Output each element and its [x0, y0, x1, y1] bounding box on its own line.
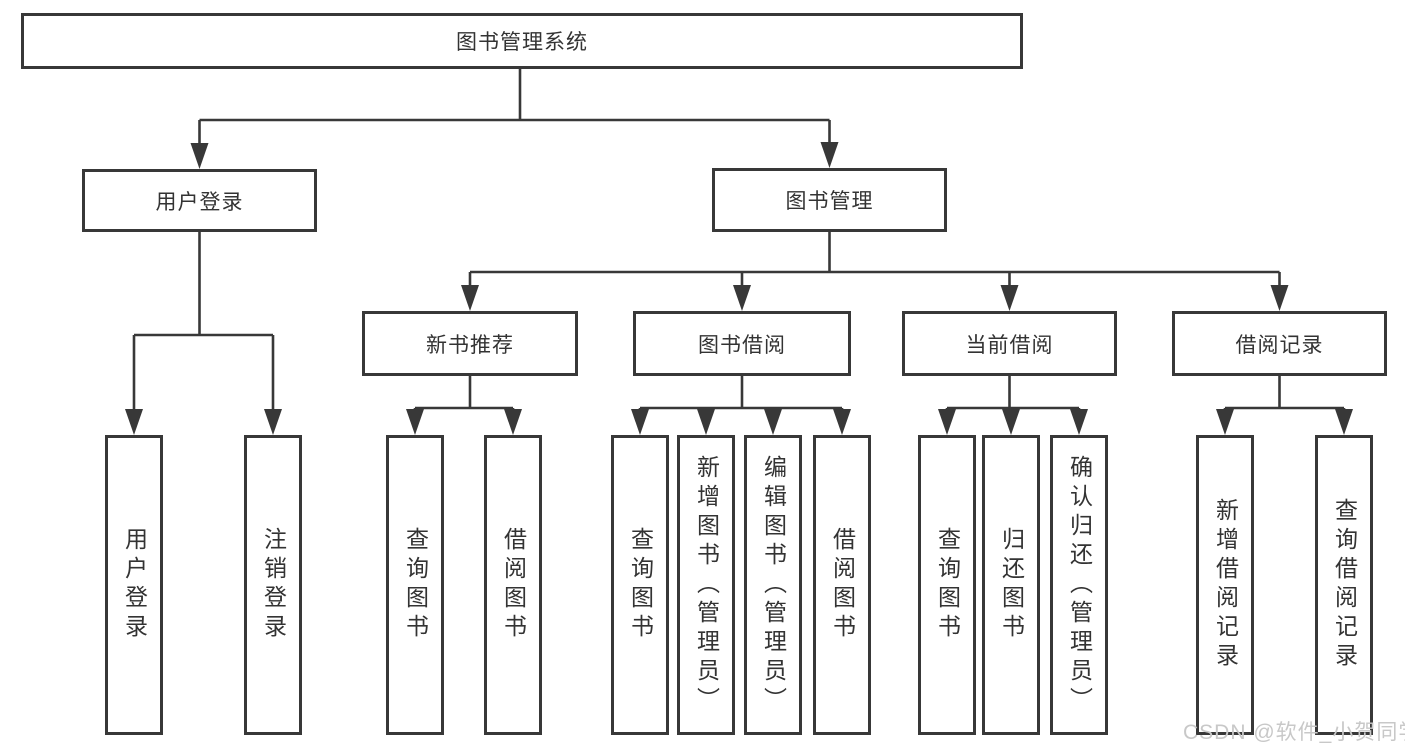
leaf-label: 借阅图书	[829, 527, 856, 643]
csdn-watermark: CSDN @软件_小贺同学	[1183, 721, 1405, 744]
arrowhead-down-icon	[461, 285, 479, 311]
node-user-login: 用户登录	[82, 169, 317, 232]
node-current-borrowing: 当前借阅	[902, 311, 1117, 376]
arrowhead-down-icon	[1070, 409, 1088, 435]
node-label: 图书管理	[785, 190, 874, 213]
leaf-query-borrow-record: 查询借阅记录	[1315, 435, 1373, 735]
arrowhead-down-icon	[1335, 409, 1353, 435]
leaf-user-login: 用户登录	[105, 435, 163, 735]
node-label: 借阅记录	[1235, 333, 1324, 357]
arrowhead-down-icon	[733, 285, 751, 311]
node-label: 图书借阅	[698, 333, 786, 357]
arrowhead-down-icon	[504, 409, 522, 435]
node-library-management-system: 图书管理系统	[21, 13, 1023, 69]
leaf-return-books: 归还图书	[982, 435, 1040, 735]
arrowhead-down-icon	[1270, 285, 1289, 311]
leaf-query-books-recommend: 查询图书	[386, 435, 444, 735]
node-label: 当前借阅	[965, 333, 1054, 357]
node-label: 图书管理系统	[456, 31, 588, 54]
leaf-add-borrow-record: 新增借阅记录	[1196, 435, 1254, 735]
arrowhead-down-icon	[125, 409, 143, 435]
node-book-management: 图书管理	[712, 168, 947, 232]
arrowhead-down-icon	[764, 409, 782, 435]
leaf-label: 用户登录	[121, 527, 148, 643]
leaf-label: 新增借阅记录	[1212, 498, 1239, 672]
node-new-book-recommend: 新书推荐	[362, 311, 578, 376]
arrowhead-down-icon	[264, 409, 282, 435]
leaf-label: 编辑图书（管理员）	[760, 454, 787, 716]
arrowhead-down-icon	[833, 409, 851, 435]
node-book-borrowing: 图书借阅	[633, 311, 851, 376]
arrowhead-down-icon	[697, 409, 715, 435]
arrowhead-down-icon	[190, 143, 209, 169]
leaf-label: 查询借阅记录	[1331, 498, 1358, 672]
arrowhead-down-icon	[1216, 409, 1234, 435]
leaf-label: 归还图书	[998, 527, 1025, 643]
leaf-query-books-current: 查询图书	[918, 435, 976, 735]
leaf-label: 注销登录	[260, 527, 287, 643]
leaf-label: 借阅图书	[500, 527, 527, 643]
leaf-label: 查询图书	[627, 527, 654, 643]
leaf-add-books-admin: 新增图书（管理员）	[677, 435, 735, 735]
leaf-edit-books-admin: 编辑图书（管理员）	[744, 435, 802, 735]
leaf-label: 查询图书	[934, 527, 961, 643]
node-borrowing-records: 借阅记录	[1172, 311, 1387, 376]
arrowhead-down-icon	[1000, 285, 1019, 311]
leaf-label: 确认归还（管理员）	[1066, 454, 1093, 716]
leaf-label: 新增图书（管理员）	[693, 454, 720, 716]
leaf-logout: 注销登录	[244, 435, 302, 735]
arrowhead-down-icon	[820, 142, 839, 168]
arrowhead-down-icon	[406, 409, 424, 435]
node-label: 新书推荐	[426, 333, 514, 357]
leaf-label: 查询图书	[402, 527, 429, 643]
arrowhead-down-icon	[938, 409, 956, 435]
node-label: 用户登录	[155, 190, 244, 214]
leaf-borrow-books-recommend: 借阅图书	[484, 435, 542, 735]
arrowhead-down-icon	[631, 409, 649, 435]
arrowhead-down-icon	[1002, 409, 1020, 435]
leaf-borrow-books-borrowing: 借阅图书	[813, 435, 871, 735]
leaf-query-books-borrowing: 查询图书	[611, 435, 669, 735]
leaf-confirm-return-admin: 确认归还（管理员）	[1050, 435, 1108, 735]
